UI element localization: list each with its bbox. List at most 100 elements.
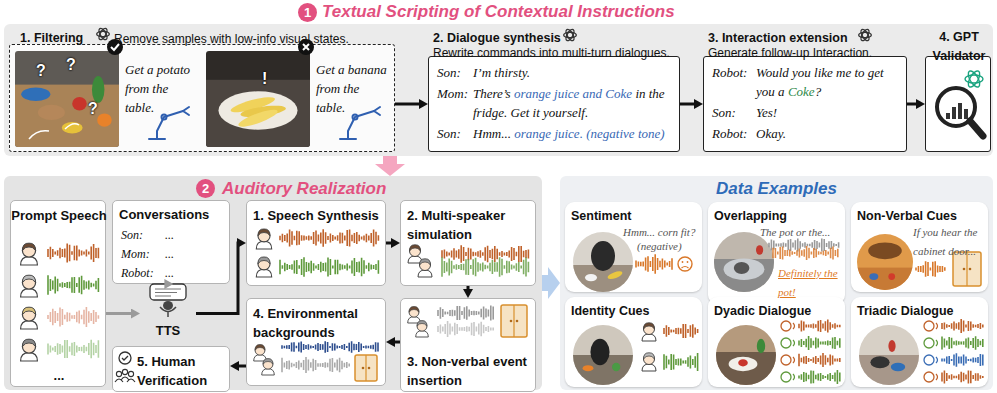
illustration-part [162,115,167,120]
node-illustration [11,201,105,386]
illustration-part [724,258,765,280]
illustration-part [282,357,349,373]
illustration-part [262,369,275,375]
illustration-part [958,103,962,119]
illustration-part [420,259,431,265]
illustration-part [738,359,748,366]
node-text: Triadic Dialogue [857,304,954,318]
step-number: 1 [298,3,317,22]
illustration-part [793,323,795,329]
illustration-part [716,352,776,385]
illustration-part [38,105,65,120]
illustration-part [859,28,870,42]
illustration-part [781,372,791,382]
illustration-part [22,244,35,257]
illustration-part [128,371,133,376]
illustration-part [590,339,609,365]
text-group: Identity Cues [571,300,696,319]
speaker-name: Son: [712,105,756,121]
illustration-part [859,28,870,42]
illustration-part [29,131,49,139]
illustration-part [965,69,983,89]
illustration-part [687,261,689,263]
node-text: 3. Interaction extension [708,31,848,45]
illustration-part [438,321,493,337]
illustration-part [362,367,365,370]
illustration-part [258,257,270,264]
illustration-part [21,87,50,100]
text-group: Son:Hmm...orange juice.(negative tone) [437,123,673,142]
illustration-part [678,257,692,271]
text-group: Conversations [119,204,229,223]
illustration-part [107,39,123,55]
node-text: Data Examples [716,179,837,198]
illustration-part [21,289,38,297]
text-group: Robot:Would you like me to get you aCoke… [712,62,902,100]
illustration-part [280,257,378,276]
illustration-part [612,363,620,371]
speaker-name: Son: [121,228,165,242]
illustration-part [155,289,181,296]
illustration-part [942,319,983,333]
illustration-part [237,107,279,130]
text-group: 3. Non-verbal event insertion [407,351,531,389]
node-text: Prompt Speech [11,208,106,223]
illustration-part [970,121,983,136]
node-text: Rewrite commands into multi-turn dialogu… [433,46,670,60]
illustration-part [636,254,672,274]
illustration-part [799,320,840,333]
node-text: orange juice and Coke [514,86,632,101]
text-group: Son:Yes! [712,102,902,121]
illustration-part [859,325,919,385]
text-group: Sentiment [571,205,696,224]
node-text: 2. Multi-speaker simulation [407,208,505,242]
illustration-part [418,259,432,277]
illustration-part [501,305,527,337]
text-group: Get a potato from the table. [125,59,199,117]
text-group: Textual Scripting of Contextual Instruct… [322,2,842,22]
text-group: Robot:... [121,262,225,281]
text-group: Son:... [121,224,225,243]
illustration-part [644,324,655,335]
text-group: The pot or the... [760,221,844,240]
illustration-part [15,51,119,147]
illustration-part [409,307,419,313]
illustration-part [163,301,173,310]
illustration-part [263,359,273,369]
illustration-part [374,107,380,115]
text-group: Non-Verbal Cues [857,205,982,224]
illustration-part [355,355,377,381]
illustration-part [756,245,763,255]
illustration-part [966,69,982,89]
text-group: Mom:... [121,243,225,262]
illustration-part [642,334,656,341]
illustration-part [963,268,966,271]
text-group: Remove samples with low-info visual stat… [114,28,394,47]
tts-icon: TTS [140,284,196,343]
illustration-part [644,354,655,365]
illustration-part [420,260,431,271]
illustration-part [22,307,35,314]
illustration-part [21,243,38,265]
illustration-part [642,353,656,371]
node-text: There’s [473,86,511,101]
node-text: 5. Human Verification [137,354,207,388]
illustration-part [122,356,128,360]
node-text: 3. Non-verbal event insertion [407,354,527,388]
validator-box: 4. GPT Validator [925,56,991,152]
text-group: Data Examples [560,179,993,199]
example-card: Non-Verbal CuesIf you hear the cabinet d… [851,202,988,292]
illustration-part [942,336,983,350]
illustration-part [859,325,919,385]
text-group: 2. Multi-speaker simulation [407,205,531,243]
illustration-part [353,115,358,120]
node-text: ? [815,84,822,99]
node-text: Sentiment [571,209,631,223]
illustration-part [799,353,840,367]
illustration-part [916,261,945,277]
illustration-part [969,268,972,271]
illustration-part [438,305,493,320]
node-text: Remove samples with low-info visual stat… [114,32,349,46]
illustration-part [859,28,872,42]
illustration-part [97,27,108,41]
